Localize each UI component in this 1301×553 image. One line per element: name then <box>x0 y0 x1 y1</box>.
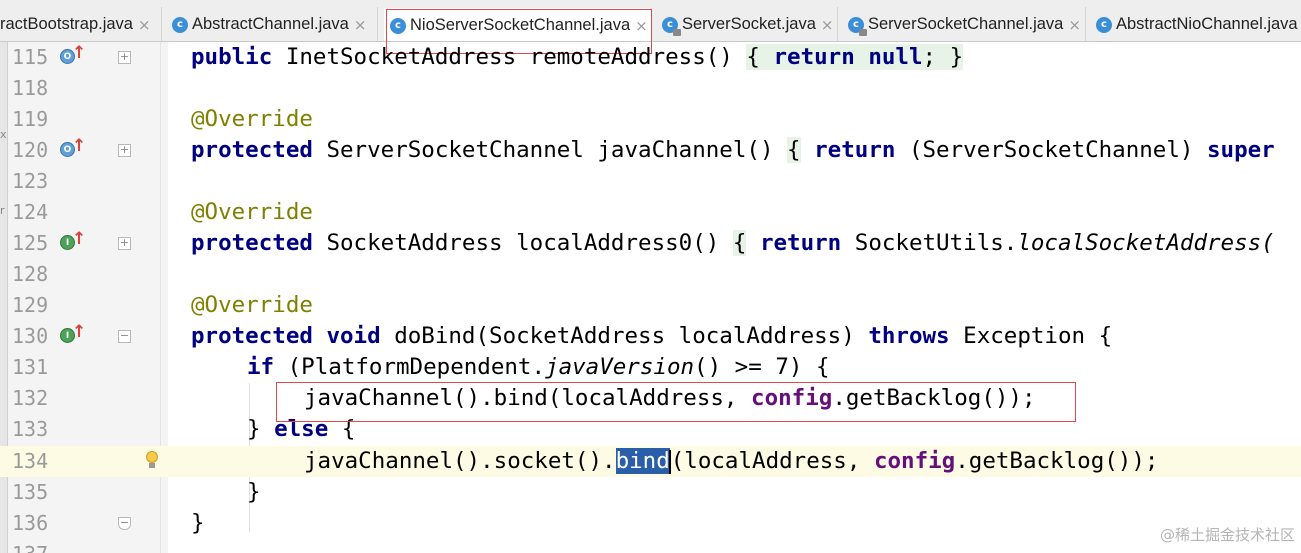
line-number: 115 <box>12 45 49 69</box>
code-text: protected ServerSocketChannel javaChanne… <box>191 137 1275 163</box>
lightbulb-intention-icon[interactable] <box>145 451 159 471</box>
tab-label: ServerSocketChannel.java <box>868 15 1064 33</box>
line-number: 119 <box>12 107 49 131</box>
line-number: 118 <box>12 76 49 100</box>
code-line[interactable]: 133 } else { <box>0 414 1301 445</box>
code-line[interactable]: 137 <box>0 539 1301 553</box>
line-number: 134 <box>12 449 49 473</box>
tab-nio-server-socket-channel[interactable]: c NioServerSocketChannel.java × <box>384 8 652 41</box>
line-number: 123 <box>12 169 49 193</box>
code-text: } <box>247 479 261 505</box>
class-icon: c <box>390 17 406 34</box>
tab-label: ractBootstrap.java <box>0 15 133 33</box>
text-cursor <box>668 449 671 474</box>
code-editor[interactable]: x r 115 O ↑ + public InetSocketAddress r… <box>0 42 1301 553</box>
class-icon: c <box>1096 16 1112 33</box>
implements-method-icon[interactable]: I <box>60 235 75 250</box>
line-number: 128 <box>12 262 49 286</box>
watermark: @稀土掘金技术社区 <box>1159 526 1295 544</box>
line-number: 125 <box>12 231 49 255</box>
code-line[interactable]: 120 O ↑ + protected ServerSocketChannel … <box>0 135 1301 166</box>
code-text: public InetSocketAddress remoteAddress()… <box>191 44 964 70</box>
locked-class-icon: c <box>848 16 867 36</box>
line-number: 131 <box>12 355 49 379</box>
tab-server-socket-channel[interactable]: c ServerSocketChannel.java × <box>842 7 1086 41</box>
tab-label: AbstractChannel.java <box>192 15 349 33</box>
line-number: 133 <box>12 417 49 441</box>
tab-abstract-nio-channel[interactable]: c AbstractNioChannel.java <box>1090 7 1301 41</box>
editor-tab-bar: ractBootstrap.java × c AbstractChannel.j… <box>0 0 1301 42</box>
tab-abstract-bootstrap[interactable]: ractBootstrap.java × <box>0 7 162 41</box>
go-to-super-arrow-icon[interactable]: ↑ <box>72 136 87 156</box>
tab-close-icon[interactable]: × <box>820 15 834 34</box>
code-line[interactable]: 132 javaChannel().bind(localAddress, con… <box>0 383 1301 414</box>
line-number: 132 <box>12 386 49 410</box>
go-to-super-arrow-icon[interactable]: ↑ <box>72 229 87 249</box>
annotation-text: @Override <box>191 106 313 132</box>
tab-abstract-channel[interactable]: c AbstractChannel.java × <box>166 7 378 41</box>
tab-close-icon[interactable]: × <box>635 16 648 35</box>
locked-class-icon: c <box>662 16 681 36</box>
annotation-text: @Override <box>191 292 313 318</box>
tab-close-icon[interactable]: × <box>137 15 151 34</box>
go-to-super-arrow-icon[interactable]: ↑ <box>72 43 87 63</box>
code-line[interactable]: 136 − } <box>0 508 1301 539</box>
tab-label: NioServerSocketChannel.java <box>410 16 631 34</box>
current-code-line[interactable]: 134 javaChannel().socket().bind(localAdd… <box>0 446 1301 477</box>
tab-label: AbstractNioChannel.java <box>1116 15 1298 33</box>
tab-label: ServerSocket.java <box>682 15 816 33</box>
tab-close-icon[interactable]: × <box>1068 15 1081 34</box>
code-line[interactable]: 135 } <box>0 477 1301 508</box>
code-line[interactable]: 119 @Override <box>0 104 1301 135</box>
code-line[interactable]: 118 <box>0 73 1301 104</box>
tab-server-socket[interactable]: c ServerSocket.java × <box>656 7 838 41</box>
line-number: 137 <box>12 539 48 553</box>
overrides-method-icon[interactable]: O <box>60 49 75 64</box>
fold-expand-icon[interactable]: + <box>118 143 131 157</box>
overrides-method-icon[interactable]: O <box>60 142 75 157</box>
annotation-text: @Override <box>191 199 313 225</box>
code-text: javaChannel().socket().bind(localAddress… <box>304 448 1159 474</box>
tab-close-icon[interactable]: × <box>353 15 367 34</box>
side-mark: r <box>0 204 5 217</box>
code-text: javaChannel().bind(localAddress, config.… <box>304 385 1036 411</box>
side-mark: x <box>0 128 7 141</box>
code-line[interactable]: 115 O ↑ + public InetSocketAddress remot… <box>0 42 1301 73</box>
fold-collapse-icon[interactable]: − <box>118 329 131 343</box>
code-line[interactable]: 131 if (PlatformDependent.javaVersion() … <box>0 352 1301 383</box>
code-line[interactable]: 123 <box>0 166 1301 197</box>
code-line[interactable]: 124 @Override <box>0 197 1301 228</box>
code-text: if (PlatformDependent.javaVersion() >= 7… <box>247 354 830 380</box>
fold-expand-icon[interactable]: + <box>118 236 131 250</box>
line-number: 130 <box>12 324 49 348</box>
line-number: 136 <box>12 511 49 535</box>
line-number: 124 <box>12 200 49 224</box>
code-text: protected void doBind(SocketAddress loca… <box>191 323 1113 349</box>
code-text: protected SocketAddress localAddress0() … <box>191 230 1275 256</box>
go-to-super-arrow-icon[interactable]: ↑ <box>72 322 87 342</box>
class-icon: c <box>172 16 188 33</box>
fold-expand-icon[interactable]: + <box>118 50 131 64</box>
code-line[interactable]: 125 I ↑ + protected SocketAddress localA… <box>0 228 1301 259</box>
line-number: 129 <box>12 293 49 317</box>
code-line[interactable]: 128 <box>0 259 1301 290</box>
code-text: } else { <box>247 416 356 442</box>
code-line[interactable]: 130 I ↑ − protected void doBind(SocketAd… <box>0 321 1301 352</box>
code-text: } <box>191 510 205 536</box>
line-number: 135 <box>12 480 49 504</box>
code-line[interactable]: 129 @Override <box>0 290 1301 321</box>
side-panel-strip[interactable]: x r <box>0 42 8 553</box>
fold-end-icon[interactable]: − <box>118 516 131 530</box>
line-number: 120 <box>12 138 49 162</box>
implements-method-icon[interactable]: I <box>60 328 75 343</box>
selected-text: bind <box>615 448 670 474</box>
